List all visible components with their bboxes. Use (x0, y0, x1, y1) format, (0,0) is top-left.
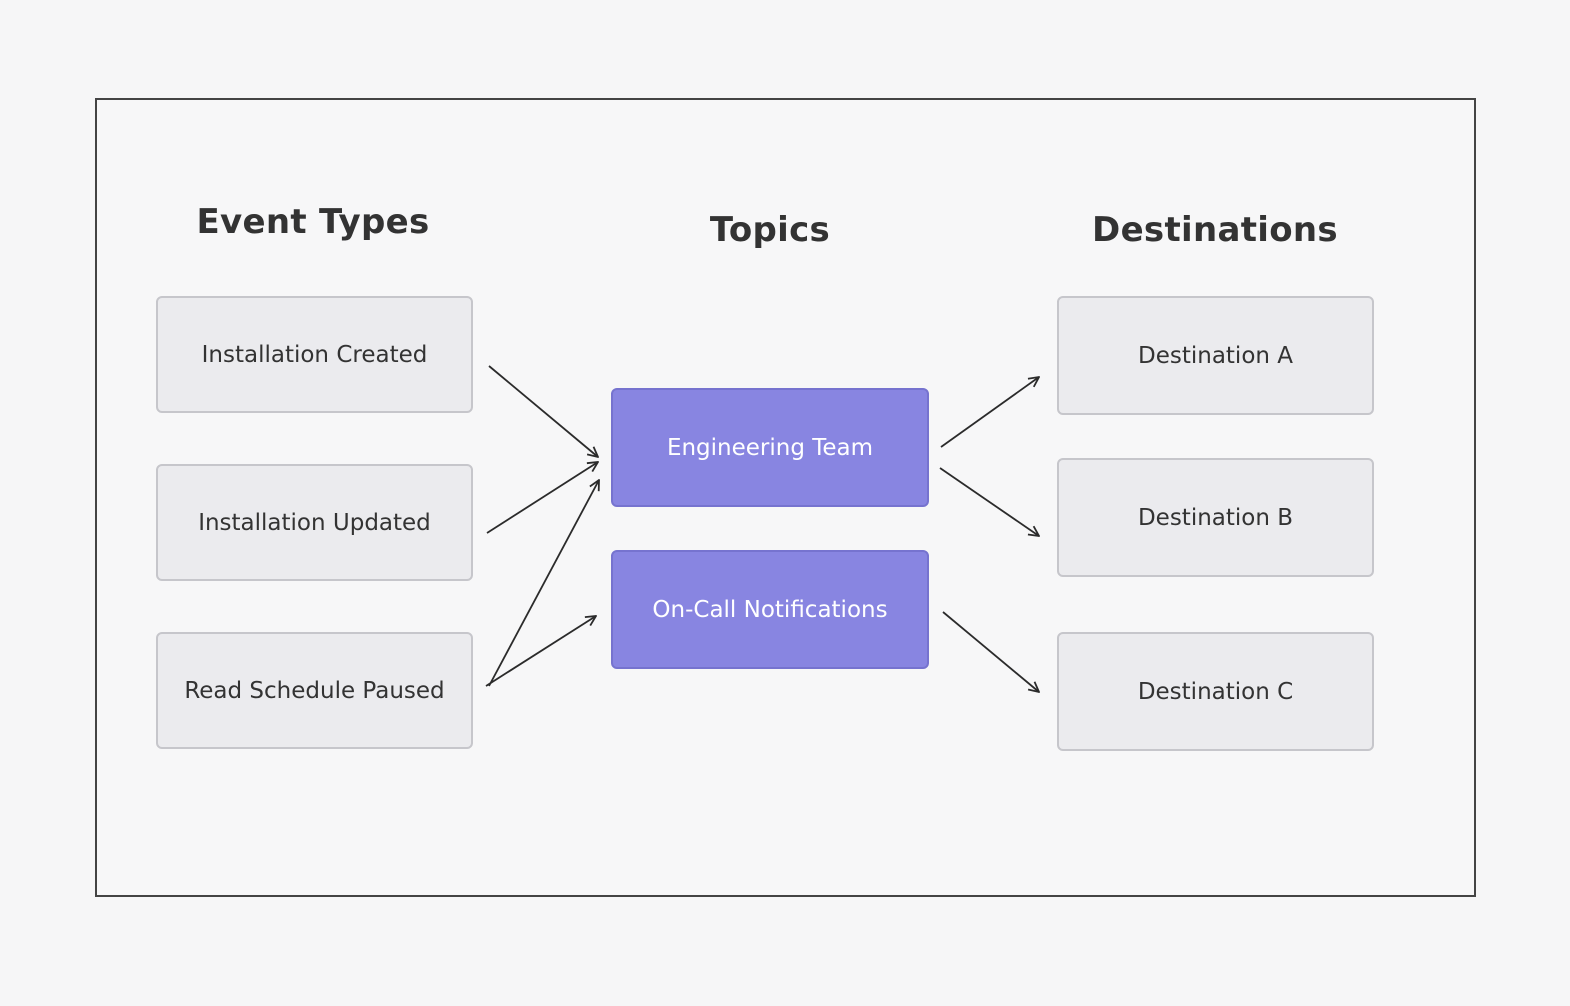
destination-b[interactable]: Destination B (1057, 458, 1374, 577)
arrow-read-schedule-paused-to-on-call (485, 616, 596, 687)
arrow-on-call-to-destination-c (942, 611, 1039, 692)
arrow-engineering-team-to-destination-b (939, 467, 1039, 536)
event-read-schedule-paused[interactable]: Read Schedule Paused (156, 632, 473, 749)
event-installation-updated[interactable]: Installation Updated (156, 464, 473, 581)
event-installation-created[interactable]: Installation Created (156, 296, 473, 413)
column-title-destinations: Destinations (1092, 210, 1338, 250)
destination-a[interactable]: Destination A (1057, 296, 1374, 415)
topic-engineering-team[interactable]: Engineering Team (611, 388, 929, 507)
arrow-engineering-team-to-destination-a (940, 377, 1039, 448)
topic-on-call-notifications[interactable]: On-Call Notifications (611, 550, 929, 669)
column-title-event-types: Event Types (196, 202, 430, 242)
arrow-installation-updated-to-engineering-team (486, 462, 598, 534)
destination-c[interactable]: Destination C (1057, 632, 1374, 751)
arrow-installation-created-to-engineering-team (488, 365, 598, 457)
arrow-read-schedule-paused-to-engineering-team (488, 480, 599, 687)
column-title-topics: Topics (709, 210, 831, 250)
